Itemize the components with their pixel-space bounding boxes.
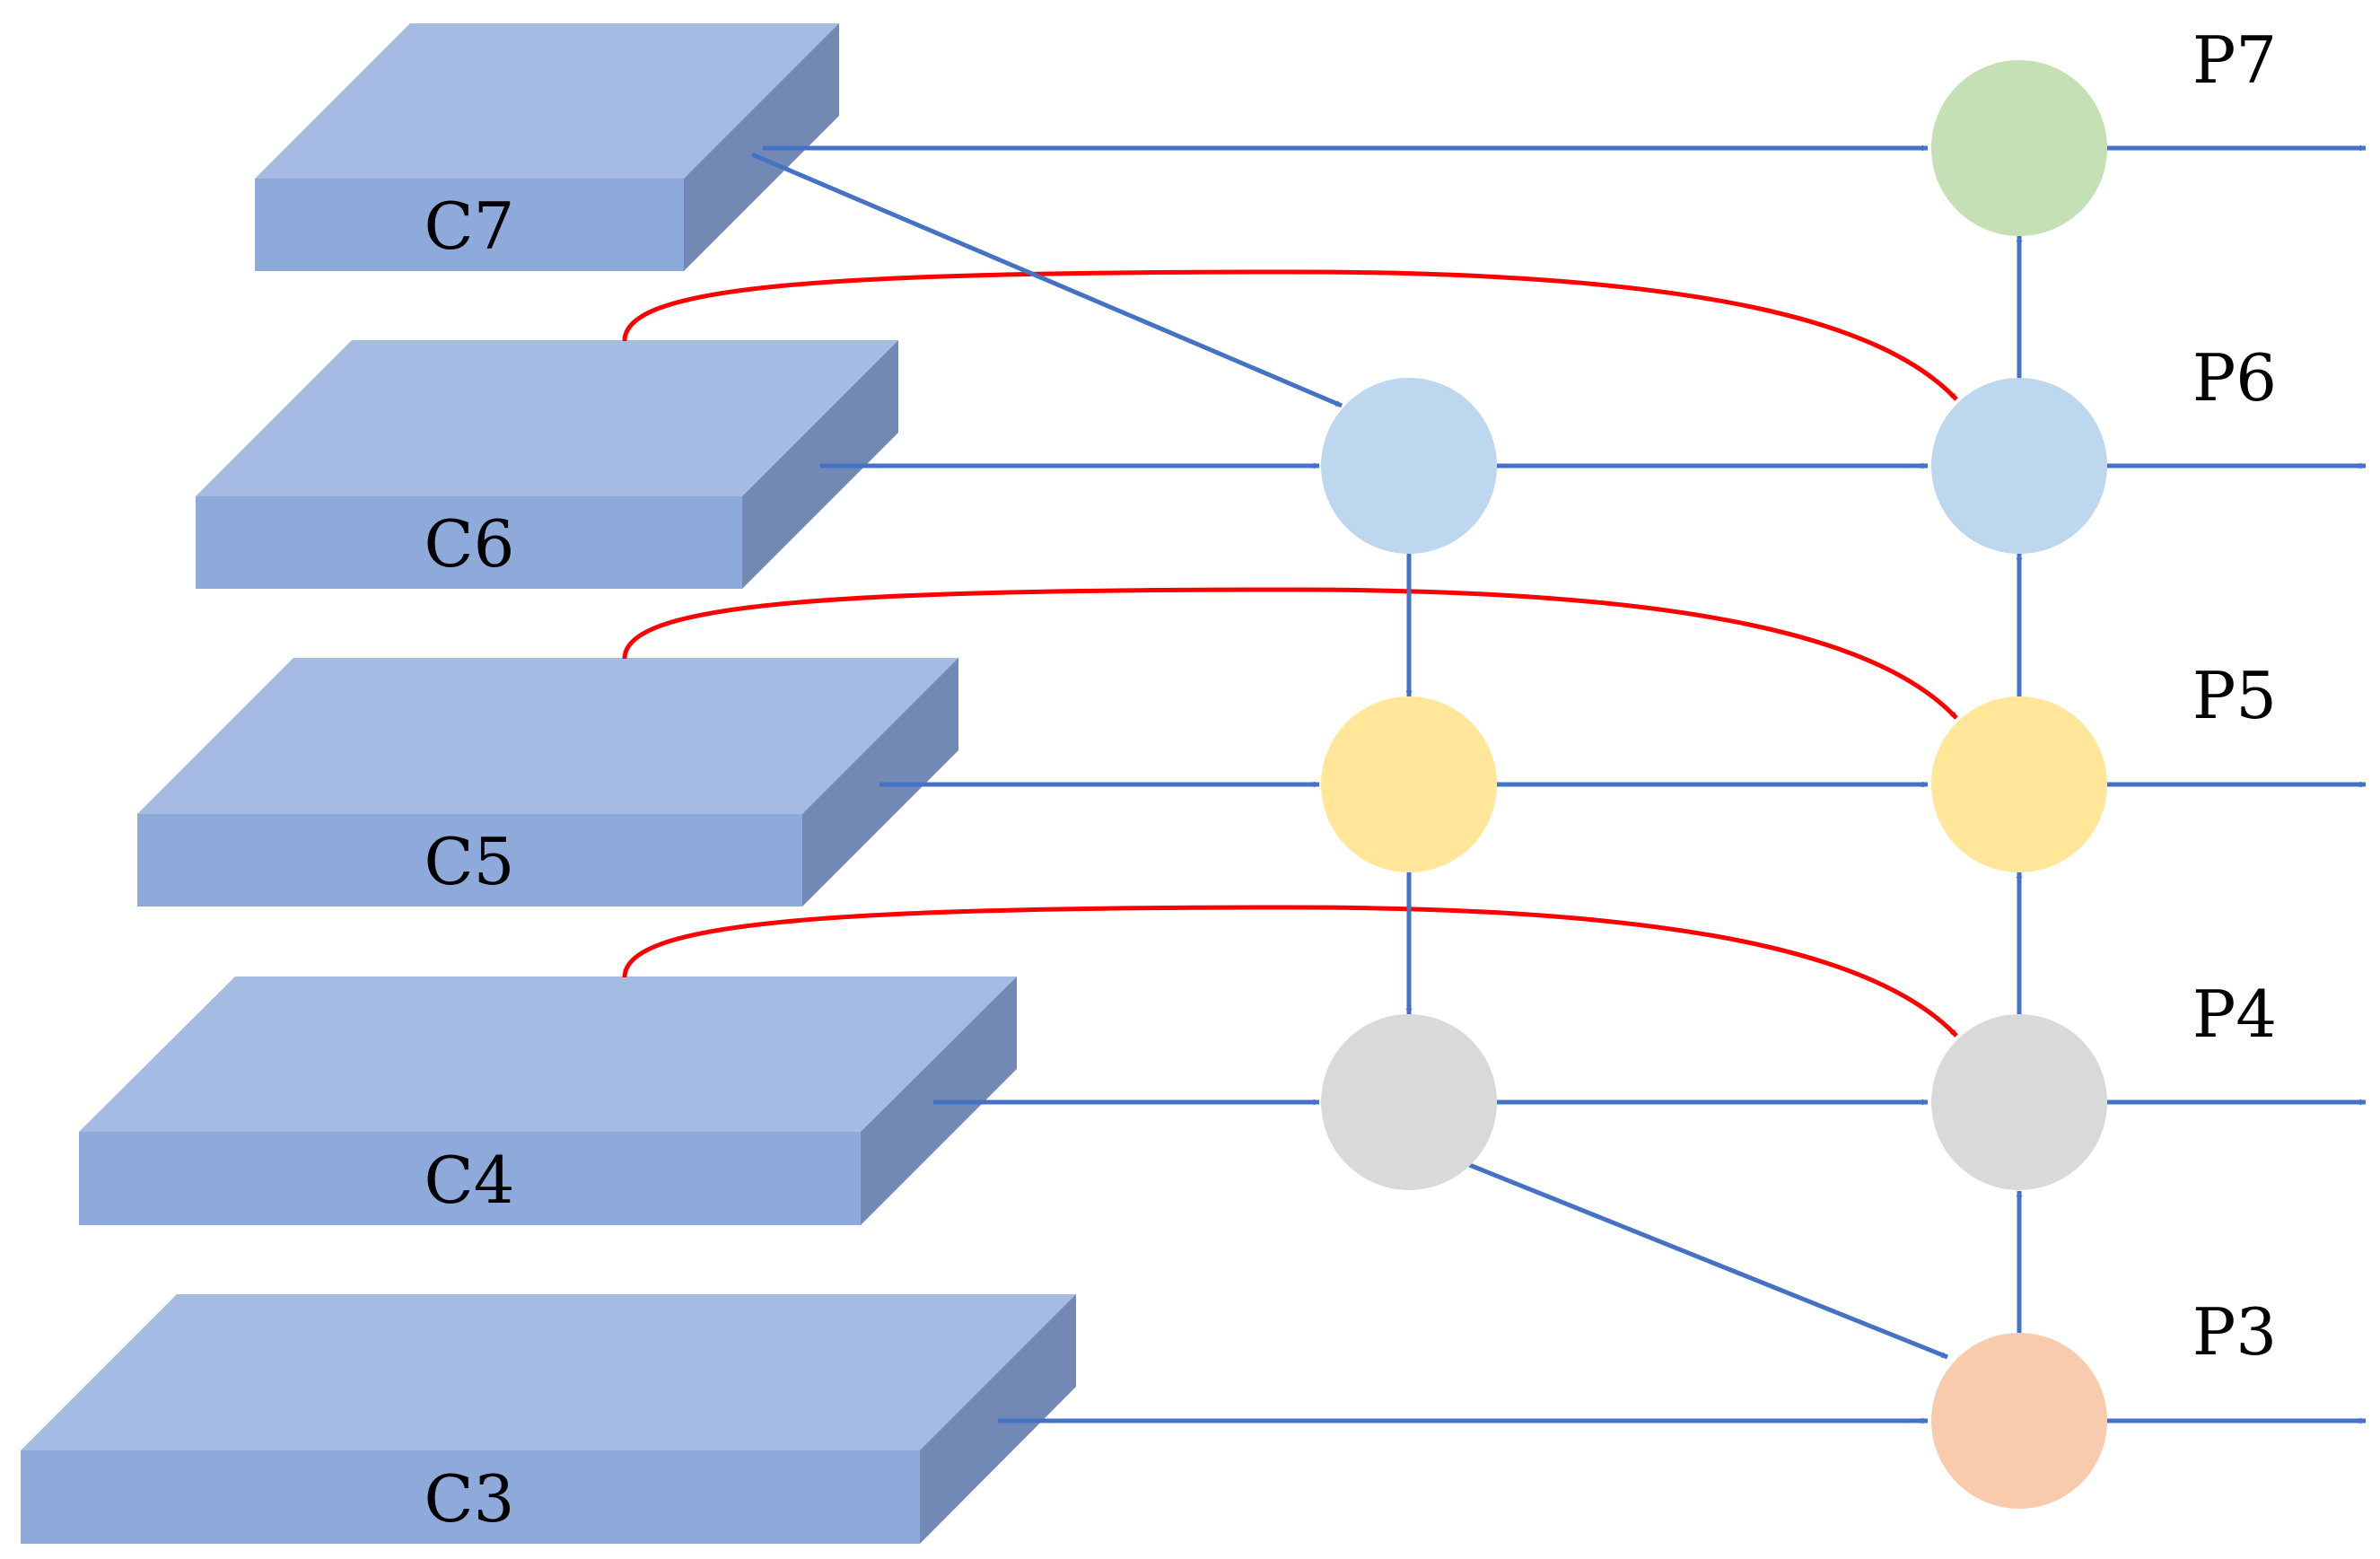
block-c3: C3 — [21, 1294, 1076, 1544]
block-c5-top — [137, 658, 958, 814]
block-c4-label: C4 — [424, 1143, 515, 1218]
block-c6-label: C6 — [424, 506, 515, 582]
block-c7: C7 — [255, 23, 839, 271]
node-o3 — [1931, 1333, 2107, 1509]
label-p6: P6 — [2192, 340, 2277, 416]
block-c6-front — [196, 496, 742, 589]
skip-arrow-c6-p6 — [622, 269, 1958, 401]
node-o6 — [1931, 378, 2107, 554]
label-p3: P3 — [2192, 1294, 2277, 1370]
node-m6 — [1321, 378, 1497, 554]
block-c3-label: C3 — [424, 1461, 515, 1537]
block-c5: C5 — [137, 658, 958, 906]
nodes — [1321, 60, 2107, 1509]
node-m5 — [1321, 696, 1497, 872]
skip-arrow-c5-p5 — [622, 587, 1958, 720]
label-p5: P5 — [2192, 658, 2277, 733]
skip-connections — [622, 269, 1958, 1038]
block-c6-top — [196, 340, 898, 496]
block-c4: C4 — [79, 977, 1017, 1225]
block-c4-top — [79, 977, 1017, 1132]
node-o5 — [1931, 696, 2107, 872]
blue-connections — [751, 145, 2367, 1424]
block-c5-label: C5 — [424, 824, 515, 899]
block-c7-side — [684, 23, 839, 271]
block-c7-top — [255, 23, 839, 179]
skip-arrow-c4-p4 — [622, 905, 1958, 1038]
block-c3-front — [21, 1450, 920, 1544]
block-c7-front — [255, 179, 684, 271]
node-m4 — [1321, 1014, 1497, 1190]
label-p7: P7 — [2192, 22, 2277, 98]
arrow-c7-m6 — [751, 152, 1343, 408]
label-p4: P4 — [2192, 977, 2277, 1052]
block-c4-front — [79, 1132, 861, 1225]
block-c5-front — [137, 814, 802, 906]
block-c3-top — [21, 1294, 1076, 1450]
node-o4 — [1931, 1014, 2107, 1190]
block-c7-label: C7 — [424, 188, 515, 264]
node-o7 — [1931, 60, 2107, 236]
block-c6: C6 — [196, 340, 898, 589]
arrow-m4-o3 — [1466, 1161, 1948, 1360]
output-labels: P7 P6 P5 P4 P3 — [2192, 22, 2277, 1370]
